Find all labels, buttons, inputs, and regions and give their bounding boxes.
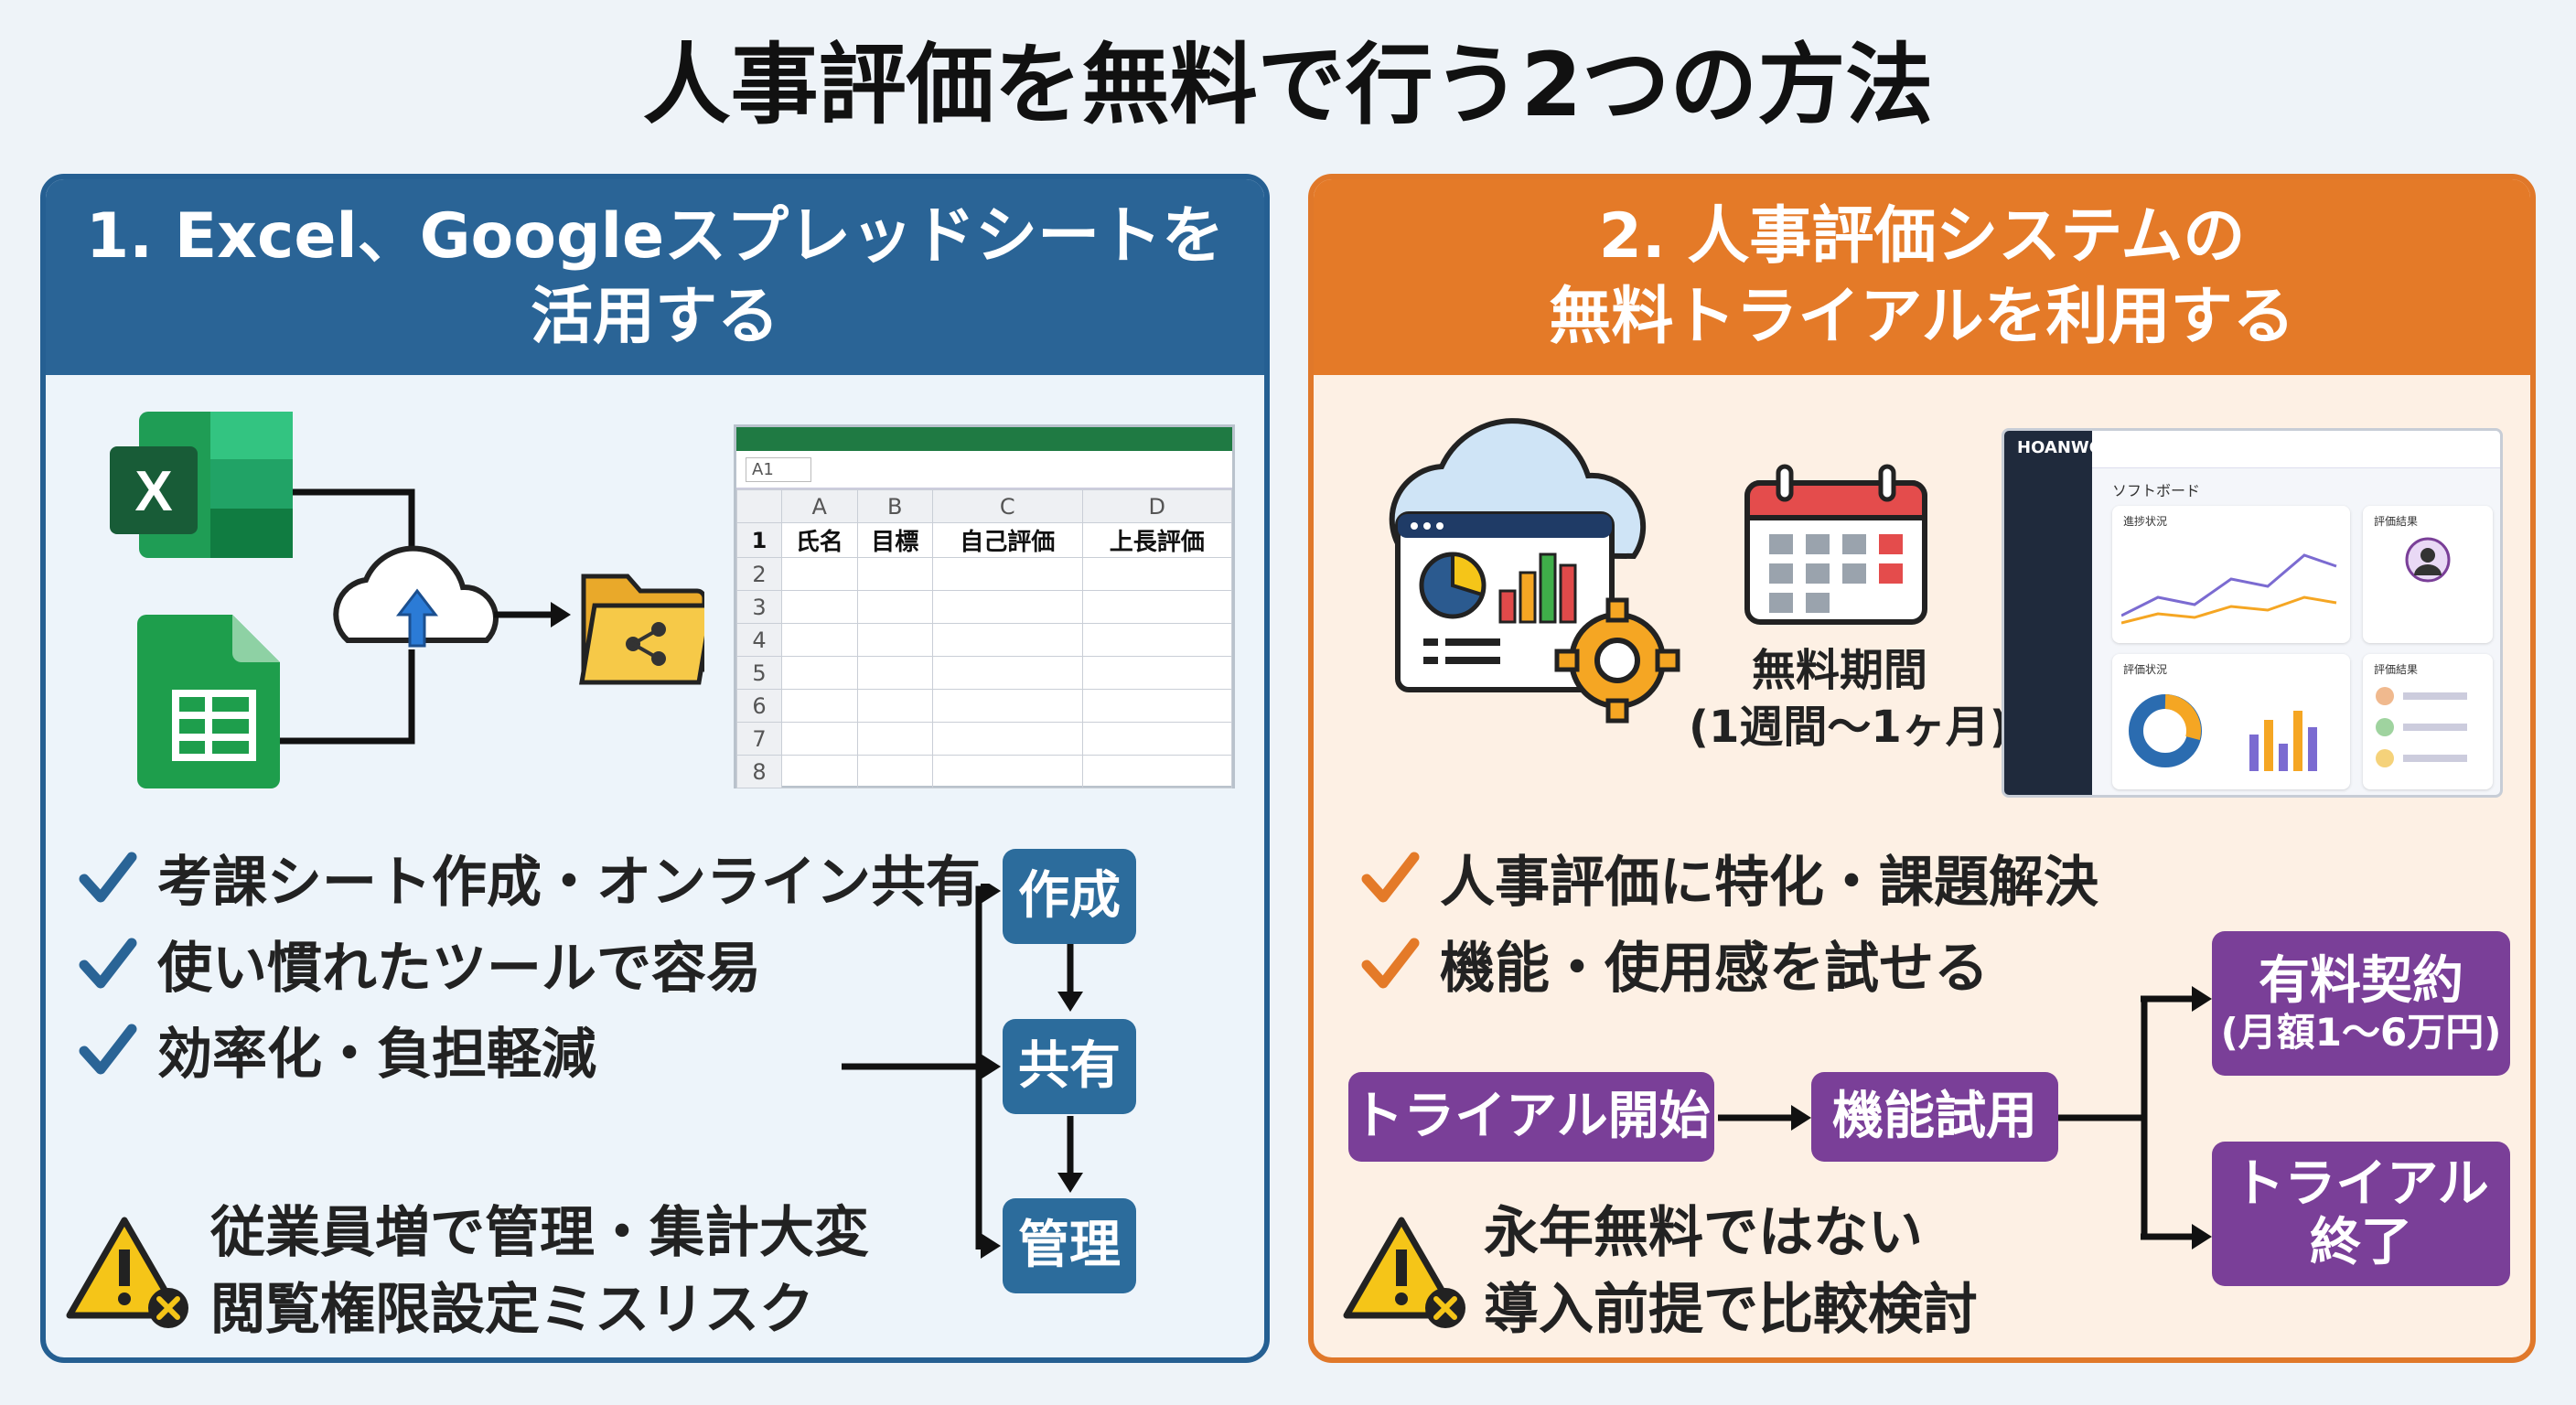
row-number: 1 [736, 522, 782, 558]
trial-method-heading: 2. 人事評価システムの 無料トライアルを利用する [1314, 179, 2530, 375]
dashboard-breadcrumb: ソフトボード [2112, 482, 2201, 499]
user-list [2376, 687, 2467, 767]
row-number: 3 [736, 590, 782, 624]
checkmark-icon [79, 1024, 137, 1075]
header-cell-manager-eval: 上長評価 [1081, 522, 1232, 558]
excel-heading-line2: 活用する [530, 281, 779, 353]
progress-line-chart [2121, 553, 2337, 625]
dashboard-sidebar: HOANWOA [2004, 431, 2115, 795]
benefit-item: 考課シート作成・オンライン共有 [79, 834, 981, 920]
dashboard-card: 評価結果 [2363, 506, 2493, 643]
header-cell-self-eval: 自己評価 [932, 522, 1083, 558]
feature-trial-box: 機能試用 [1811, 1072, 2058, 1162]
excel-benefits-list: 考課シート作成・オンライン共有 使い慣れたツールで容易 効率化・負担軽減 [79, 834, 981, 1092]
row-number: 5 [736, 656, 782, 690]
benefit-item: 機能・使用感を試せる [1361, 920, 2098, 1006]
warning-item: 永年無料ではない [1484, 1201, 1923, 1265]
column-header: C [932, 489, 1083, 523]
column-header: B [856, 489, 934, 523]
header-cell-goal: 目標 [856, 522, 934, 558]
formula-bar: A1 [736, 451, 1232, 489]
benefit-item: 使い慣れたツールで容易 [79, 920, 981, 1006]
trial-end-box: トライアル 終了 [2212, 1142, 2510, 1286]
dashboard-card: 評価状況 [2112, 654, 2350, 789]
excel-warnings: 従業員増で管理・集計大変 閲覧権限設定ミスリスク [210, 1195, 869, 1348]
benefit-item: 人事評価に特化・課題解決 [1361, 834, 2098, 920]
cell-reference: A1 [746, 456, 811, 482]
row-number: 8 [736, 755, 782, 788]
corner-cell [736, 489, 782, 523]
excel-flow-connectors [842, 884, 1083, 1259]
paid-contract-box: 有料契約 (月額1〜6万円) [2212, 931, 2510, 1076]
trial-warnings: 永年無料ではない 導入前提で比較検討 [1484, 1195, 1978, 1348]
warning-item: 導入前提で比較検討 [1484, 1278, 1978, 1342]
excel-method-heading: 1. Excel、Googleスプレッドシートを 活用する [46, 179, 1264, 375]
column-header: D [1081, 489, 1232, 523]
cloud-analytics-illustration [1389, 418, 1680, 724]
header-cell-name: 氏名 [781, 522, 858, 558]
checkmark-icon [79, 852, 137, 903]
free-period-label: 無料期間 [1751, 645, 1927, 696]
free-period-value: (1週間〜1ヶ月) [1689, 702, 2010, 753]
row-number: 6 [736, 689, 782, 723]
shared-folder-icon [579, 574, 704, 685]
dashboard-card: 評価結果 [2363, 654, 2493, 789]
page-title: 人事評価を無料で行う2つの方法 [642, 34, 1934, 136]
trial-heading-line1: 2. 人事評価システムの [1598, 200, 2246, 273]
calendar-icon [1744, 464, 1927, 625]
spreadsheet-mockup: A1 A B C D 1 氏名 目標 自己評価 上長評価 2 3 4 5 6 7 [734, 424, 1235, 788]
excel-icon: X [110, 412, 293, 558]
avatar [2405, 537, 2451, 583]
file-sharing-illustration: X [110, 412, 704, 788]
warning-item: 従業員増で管理・集計大変 [210, 1201, 869, 1265]
trial-benefits-list: 人事評価に特化・課題解決 機能・使用感を試せる [1361, 834, 2098, 1006]
row-number: 4 [736, 623, 782, 657]
warning-item: 閲覧権限設定ミスリスク [210, 1278, 814, 1342]
evaluation-donut-chart [2129, 694, 2317, 771]
trial-start-box: トライアル開始 [1348, 1072, 1714, 1162]
trial-method-panel: 2. 人事評価システムの 無料トライアルを利用する [1308, 174, 2536, 1363]
trial-heading-line2: 無料トライアルを利用する [1549, 281, 2295, 353]
column-header: A [781, 489, 858, 523]
hr-system-dashboard-mockup: HOANWOA ソフトボード 進捗状況 評価結果 評価状況 評価結果 [2002, 428, 2503, 798]
spreadsheet-grid: A B C D 1 氏名 目標 自己評価 上長評価 2 3 4 5 6 7 8 [736, 489, 1232, 788]
svg-text:X: X [134, 460, 172, 523]
warning-icon [1343, 1217, 1465, 1328]
checkmark-icon [1361, 852, 1420, 903]
benefit-item: 効率化・負担軽減 [79, 1006, 981, 1092]
spreadsheet-titlebar [736, 427, 1232, 451]
dashboard-brand: HOANWOA [2017, 438, 2116, 457]
row-number: 7 [736, 722, 782, 756]
checkmark-icon [1361, 938, 1420, 989]
flow-share-box: 共有 [1003, 1019, 1136, 1114]
google-sheets-icon [137, 615, 280, 788]
trial-flow-connectors [1718, 986, 2212, 1249]
row-number: 2 [736, 557, 782, 591]
free-period: 無料期間 (1週間〜1ヶ月) [1689, 642, 2010, 756]
flow-manage-box: 管理 [1003, 1198, 1136, 1293]
cloud-upload-icon [333, 545, 499, 648]
excel-heading-line1: 1. Excel、Googleスプレッドシートを [85, 200, 1225, 273]
excel-method-panel: 1. Excel、Googleスプレッドシートを 活用する X [40, 174, 1270, 1363]
flow-create-box: 作成 [1003, 849, 1136, 944]
dashboard-card: 進捗状況 [2112, 506, 2350, 643]
warning-icon [66, 1217, 188, 1328]
checkmark-icon [79, 938, 137, 989]
